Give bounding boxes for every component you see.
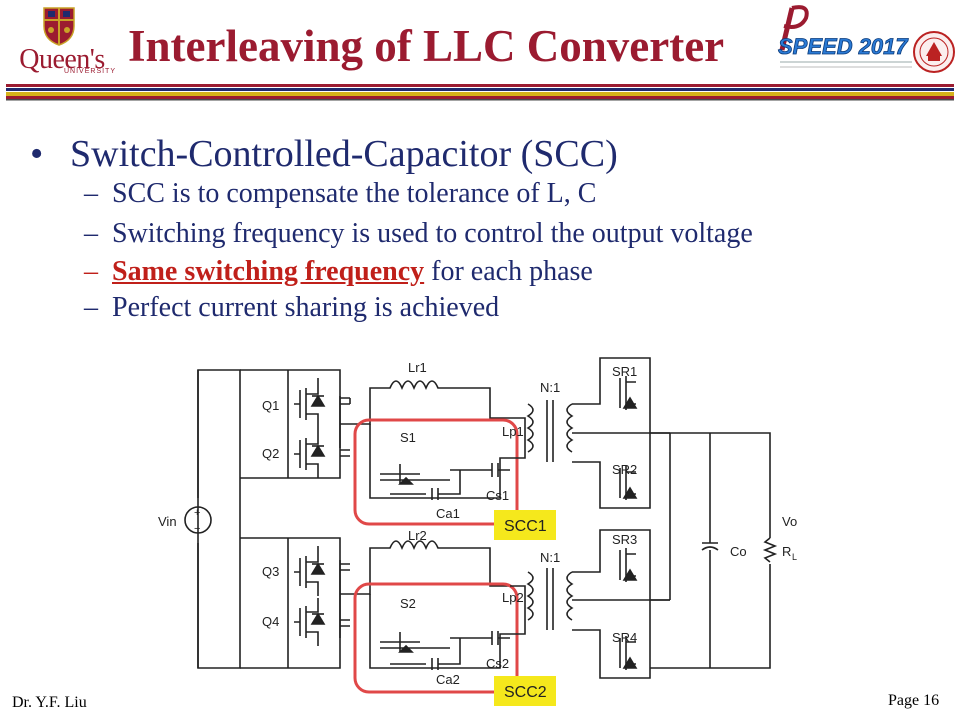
- transformer-primary-2-icon: [526, 571, 534, 621]
- scc1-box: [353, 418, 519, 526]
- switch-s1-icon: [380, 464, 420, 484]
- mosfet-q3-icon: [294, 546, 326, 596]
- label-s1: S1: [400, 430, 416, 445]
- label-lr1: Lr1: [408, 360, 427, 375]
- bullet-dot-icon: •: [30, 133, 44, 175]
- label-sr3: SR3: [612, 532, 637, 547]
- label-sr2: SR2: [612, 462, 637, 477]
- label-n1-bottom: N:1: [540, 550, 560, 565]
- footer-author: Dr. Y.F. Liu: [12, 694, 87, 711]
- sub-bullet-1: –SCC is to compensate the tolerance of L…: [84, 178, 596, 210]
- capacitor-co-icon: [701, 433, 719, 668]
- label-q2: Q2: [262, 446, 279, 461]
- footer-page-number: Page 16: [888, 692, 940, 709]
- transformer-secondary-1-icon: [566, 403, 574, 453]
- label-n1-top: N:1: [540, 380, 560, 395]
- transformer-primary-1-icon: [526, 403, 534, 453]
- label-s2: S2: [400, 596, 416, 611]
- snubber-cap-icon: [340, 449, 350, 457]
- scc1-badge: [494, 510, 556, 540]
- dash-icon: –: [84, 256, 98, 287]
- capacitor-ca1-icon: [380, 470, 461, 500]
- label-cs2: Cs2: [486, 656, 509, 671]
- switch-s2-icon: [380, 632, 420, 652]
- snubber-cap-icon: [340, 563, 350, 571]
- transformer-secondary-2-icon: [566, 571, 574, 621]
- sr3-icon: [619, 548, 638, 582]
- label-co: Co: [730, 544, 747, 559]
- label-scc1: SCC1: [504, 518, 547, 535]
- logo-subtext: UNIVERSITY: [64, 68, 117, 75]
- label-ca2: Ca2: [436, 672, 460, 687]
- svg-text:−: −: [194, 523, 200, 535]
- dash-icon: –: [84, 178, 98, 209]
- crest-icon: [43, 7, 75, 46]
- label-ca1: Ca1: [436, 506, 460, 521]
- queens-university-logo: Queen's UNIVERSITY: [12, 6, 115, 76]
- label-q3: Q3: [262, 564, 279, 579]
- label-sr1: SR1: [612, 364, 637, 379]
- label-lp1: Lp1: [502, 424, 524, 439]
- label-q1: Q1: [262, 398, 279, 413]
- main-bullet-text: Switch-Controlled-Capacitor (SCC): [70, 133, 618, 175]
- circuit-diagram: + − Vin Q1 Q2 Lr1 S1 Ca1 Cs1 SCC1 N:1 Lp…: [158, 357, 797, 706]
- seal-icon: [913, 31, 955, 73]
- sr1-icon: [619, 376, 638, 410]
- capacitor-cs2-icon: [450, 631, 510, 645]
- resistor-rl-icon: [762, 537, 778, 563]
- label-vo: Vo: [782, 514, 797, 529]
- snubber-cap-icon: [340, 619, 350, 627]
- label-rl-sub: L: [792, 552, 797, 562]
- sub-bullet-2: –Switching frequency is used to control …: [84, 218, 753, 250]
- scc2-box: [353, 582, 519, 694]
- inductor-lr2-icon: [340, 540, 510, 595]
- label-rl: R: [782, 544, 791, 559]
- capacitor-cs1-icon: [450, 463, 510, 477]
- sub-bullet-text: SCC is to compensate the tolerance of L,…: [112, 178, 597, 209]
- sub-bullet-text: Switching frequency is used to control t…: [112, 218, 753, 249]
- conference-logo-text: SPEED 2017: [778, 34, 909, 59]
- label-q4: Q4: [262, 614, 279, 629]
- dash-icon: –: [84, 292, 98, 323]
- label-lr2: Lr2: [408, 528, 427, 543]
- label-vin: Vin: [158, 514, 177, 529]
- mosfet-q4-icon: [294, 598, 326, 646]
- scc2-badge: [494, 676, 556, 706]
- sub-bullet-text: Perfect current sharing is achieved: [112, 292, 500, 323]
- sub-bullet-3: –Same switching frequency for each phase: [84, 256, 593, 288]
- page-title: Interleaving of LLC Converter: [128, 21, 725, 71]
- sub-bullet-text: for each phase: [431, 256, 593, 287]
- label-scc2: SCC2: [504, 684, 547, 701]
- snubber-cap-icon: [340, 397, 351, 405]
- label-lp2: Lp2: [502, 590, 524, 605]
- label-sr4: SR4: [612, 630, 637, 645]
- sub-bullet-4: –Perfect current sharing is achieved: [84, 292, 499, 324]
- svg-text:+: +: [194, 507, 200, 519]
- speed-conference-logo: SPEED 2017: [778, 5, 912, 68]
- logo-text: Queen's: [19, 44, 105, 75]
- vin-source-icon: [184, 506, 212, 534]
- header-stripes: [6, 84, 954, 101]
- mosfet-q2-icon: [294, 430, 326, 478]
- highlight-text: Same switching frequency: [112, 256, 425, 287]
- capacitor-ca2-icon: [380, 638, 461, 670]
- sr4-icon: [619, 636, 638, 670]
- label-cs1: Cs1: [486, 488, 509, 503]
- inductor-lr1-icon: [340, 380, 510, 425]
- mosfet-q1-icon: [294, 378, 326, 430]
- sr2-icon: [619, 466, 638, 500]
- dash-icon: –: [84, 218, 98, 249]
- main-bullet: • Switch-Controlled-Capacitor (SCC): [30, 132, 618, 176]
